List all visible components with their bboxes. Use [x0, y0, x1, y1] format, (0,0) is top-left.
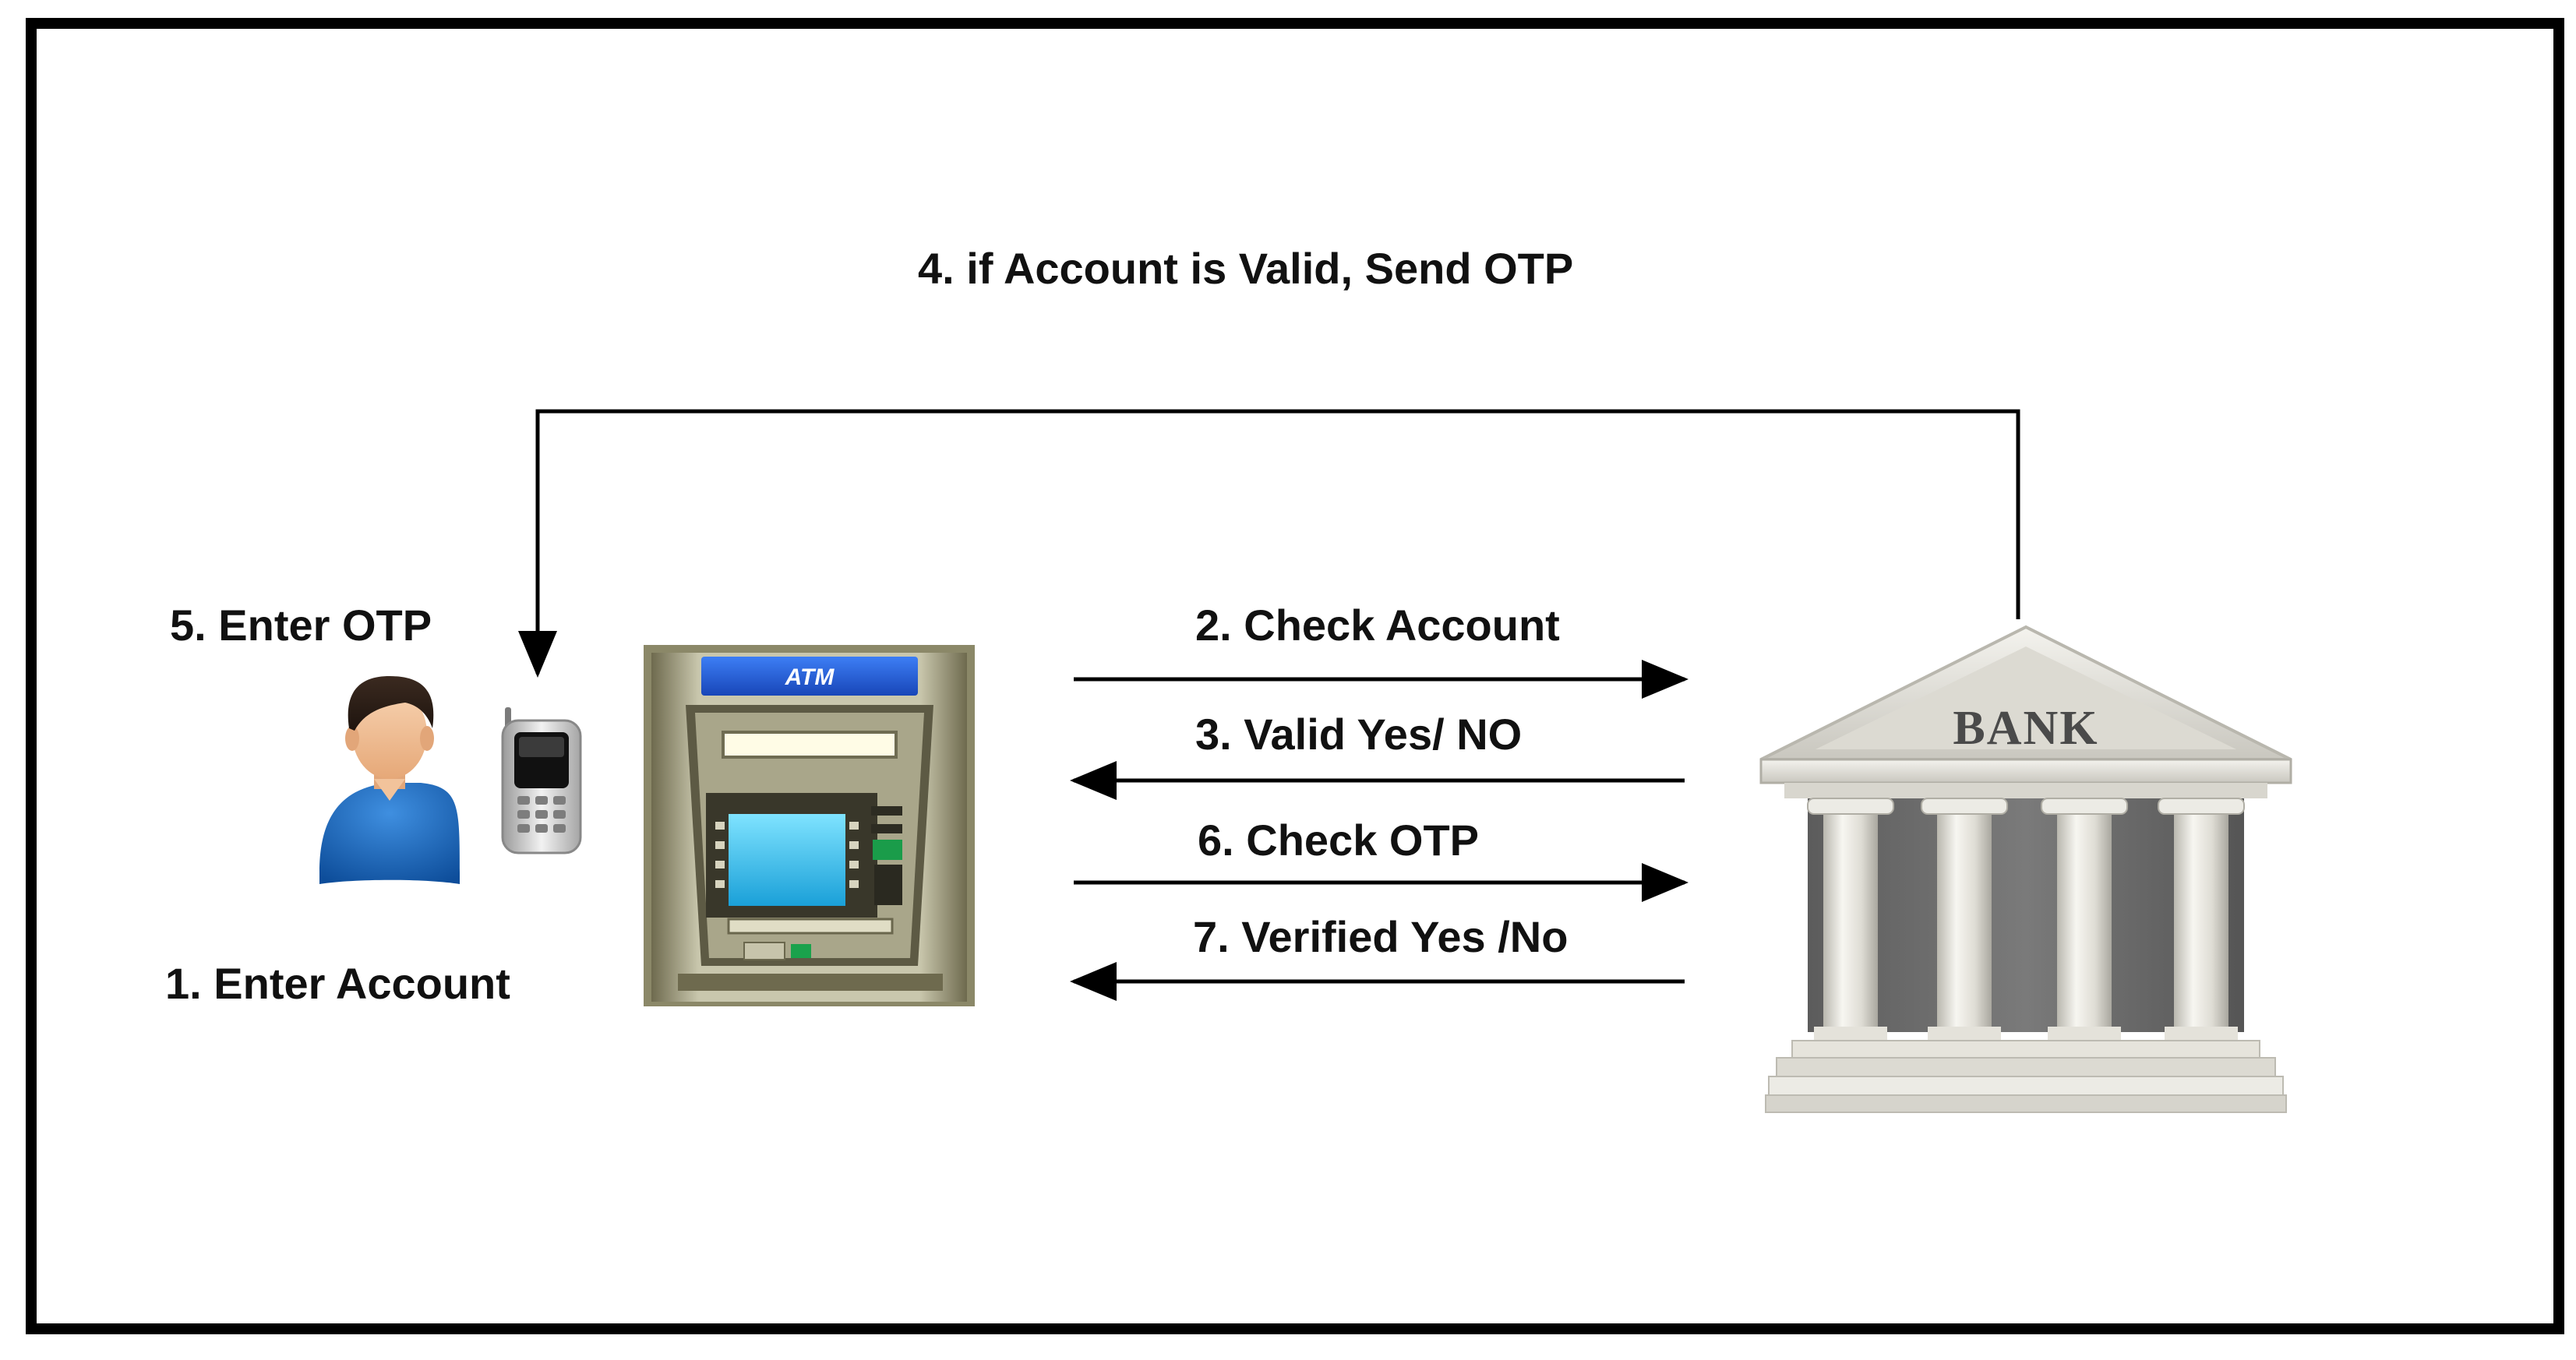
bank-building-icon: BANK [1759, 625, 2292, 1113]
atm-machine-icon: ATM [644, 645, 975, 1006]
step-5-label: 5. Enter OTP [170, 601, 432, 650]
diagram-border [26, 18, 2564, 1334]
step-1-label: 1. Enter Account [165, 959, 510, 1008]
bank-sign-label: BANK [1953, 702, 2098, 755]
step-4-label: 4. if Account is Valid, Send OTP [918, 244, 1573, 293]
send-otp-arrow [518, 409, 2020, 678]
step-2-label: 2. Check Account [1195, 601, 1560, 650]
atm-sign-label: ATM [785, 664, 835, 690]
mobile-phone-icon [501, 707, 582, 854]
user-icon [319, 676, 460, 884]
step-7-label: 7. Verified Yes /No [1193, 912, 1568, 961]
step-6-label: 6. Check OTP [1198, 816, 1479, 865]
step-3-label: 3. Valid Yes/ NO [1195, 710, 1522, 759]
